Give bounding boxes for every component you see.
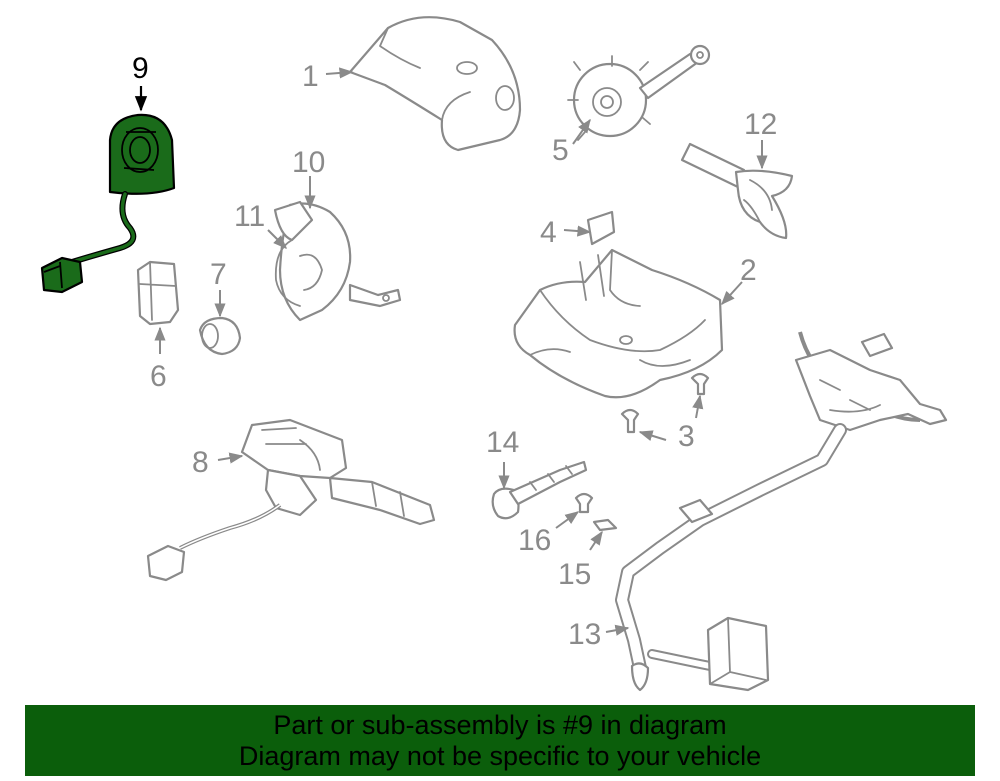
callout-15: 15 bbox=[558, 558, 591, 591]
leader-13 bbox=[605, 624, 630, 636]
part-8-multifunction-switch[interactable] bbox=[146, 418, 436, 582]
part-6-module[interactable] bbox=[136, 260, 180, 326]
part-16-fastener[interactable] bbox=[574, 492, 594, 514]
callout-1: 1 bbox=[302, 60, 319, 93]
part-13-wiring-harness[interactable] bbox=[615, 331, 948, 692]
leader-15 bbox=[589, 530, 603, 551]
leader-3b bbox=[638, 430, 667, 442]
part-2-lower-cover[interactable] bbox=[513, 248, 724, 399]
part-10-11-switch-housing[interactable] bbox=[273, 200, 402, 322]
callout-5: 5 bbox=[552, 134, 569, 167]
callout-9: 9 bbox=[132, 52, 149, 85]
leader-8 bbox=[217, 452, 244, 464]
leader-2 bbox=[721, 281, 743, 306]
callout-2: 2 bbox=[740, 254, 757, 287]
callout-13: 13 bbox=[568, 618, 601, 651]
leader-11 bbox=[267, 229, 287, 249]
banner-line-2: Diagram may not be specific to your vehi… bbox=[238, 740, 762, 771]
parts-diagram: 1 5 12 10 11 4 2 7 6 3 8 14 16 15 13 9 bbox=[40, 16, 948, 692]
part-12-lever[interactable] bbox=[680, 142, 794, 240]
callout-12: 12 bbox=[744, 108, 777, 141]
part-5-actuator[interactable] bbox=[567, 44, 711, 141]
callout-8: 8 bbox=[192, 446, 209, 479]
part-3-screws[interactable] bbox=[620, 372, 710, 434]
callout-11: 11 bbox=[234, 200, 265, 233]
info-banner: Part or sub-assembly is #9 in diagram Di… bbox=[25, 705, 975, 776]
part-15-pin[interactable] bbox=[592, 518, 618, 532]
leader-3a bbox=[692, 394, 704, 419]
callout-labels: 1 5 12 10 11 4 2 7 6 3 8 14 16 15 13 9 bbox=[132, 52, 777, 651]
callout-14: 14 bbox=[486, 426, 519, 459]
part-4-clip[interactable] bbox=[586, 210, 616, 246]
leader-16 bbox=[555, 511, 580, 529]
callout-3: 3 bbox=[678, 420, 695, 453]
callout-6: 6 bbox=[150, 360, 167, 393]
leader-4 bbox=[563, 225, 592, 237]
part-9-clock-spring[interactable] bbox=[40, 113, 176, 294]
banner-line-1: Part or sub-assembly is #9 in diagram bbox=[273, 709, 727, 740]
callout-7: 7 bbox=[210, 258, 227, 291]
callout-leaders bbox=[134, 67, 768, 636]
part-7-socket[interactable] bbox=[198, 316, 242, 356]
callout-16: 16 bbox=[518, 524, 551, 557]
callout-4: 4 bbox=[540, 216, 557, 249]
part-14-bracket[interactable] bbox=[491, 460, 588, 520]
part-1-column-cover[interactable] bbox=[348, 16, 522, 152]
leader-1 bbox=[325, 67, 354, 79]
callout-10: 10 bbox=[292, 146, 325, 179]
leader-5 bbox=[572, 118, 591, 145]
